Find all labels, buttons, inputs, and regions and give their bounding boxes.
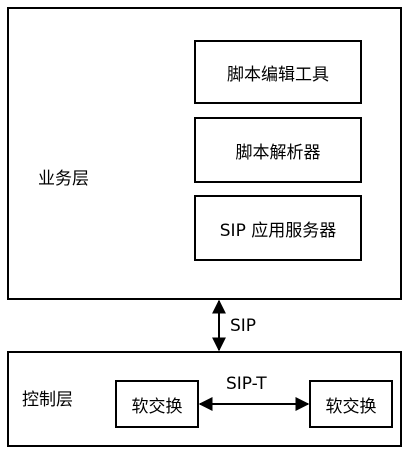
softswitch-right-box: 软交换 [309, 380, 393, 428]
control-layer-label: 控制层 [22, 390, 73, 410]
script-parser-label: 脚本解析器 [235, 142, 321, 163]
softswitch-left-label: 软交换 [131, 396, 183, 417]
business-layer-label: 业务层 [38, 169, 89, 189]
sip-app-server-label: SIP 应用服务器 [219, 220, 337, 241]
softswitch-right-label: 软交换 [325, 396, 377, 417]
sip-app-server-box: SIP 应用服务器 [194, 195, 362, 261]
script-editor-label: 脚本编辑工具 [227, 64, 329, 85]
sip-t-link-label: SIP-T [226, 374, 267, 394]
softswitch-left-box: 软交换 [115, 380, 199, 428]
script-editor-box: 脚本编辑工具 [194, 40, 362, 104]
sip-link-label: SIP [230, 316, 257, 336]
script-parser-box: 脚本解析器 [194, 117, 362, 183]
